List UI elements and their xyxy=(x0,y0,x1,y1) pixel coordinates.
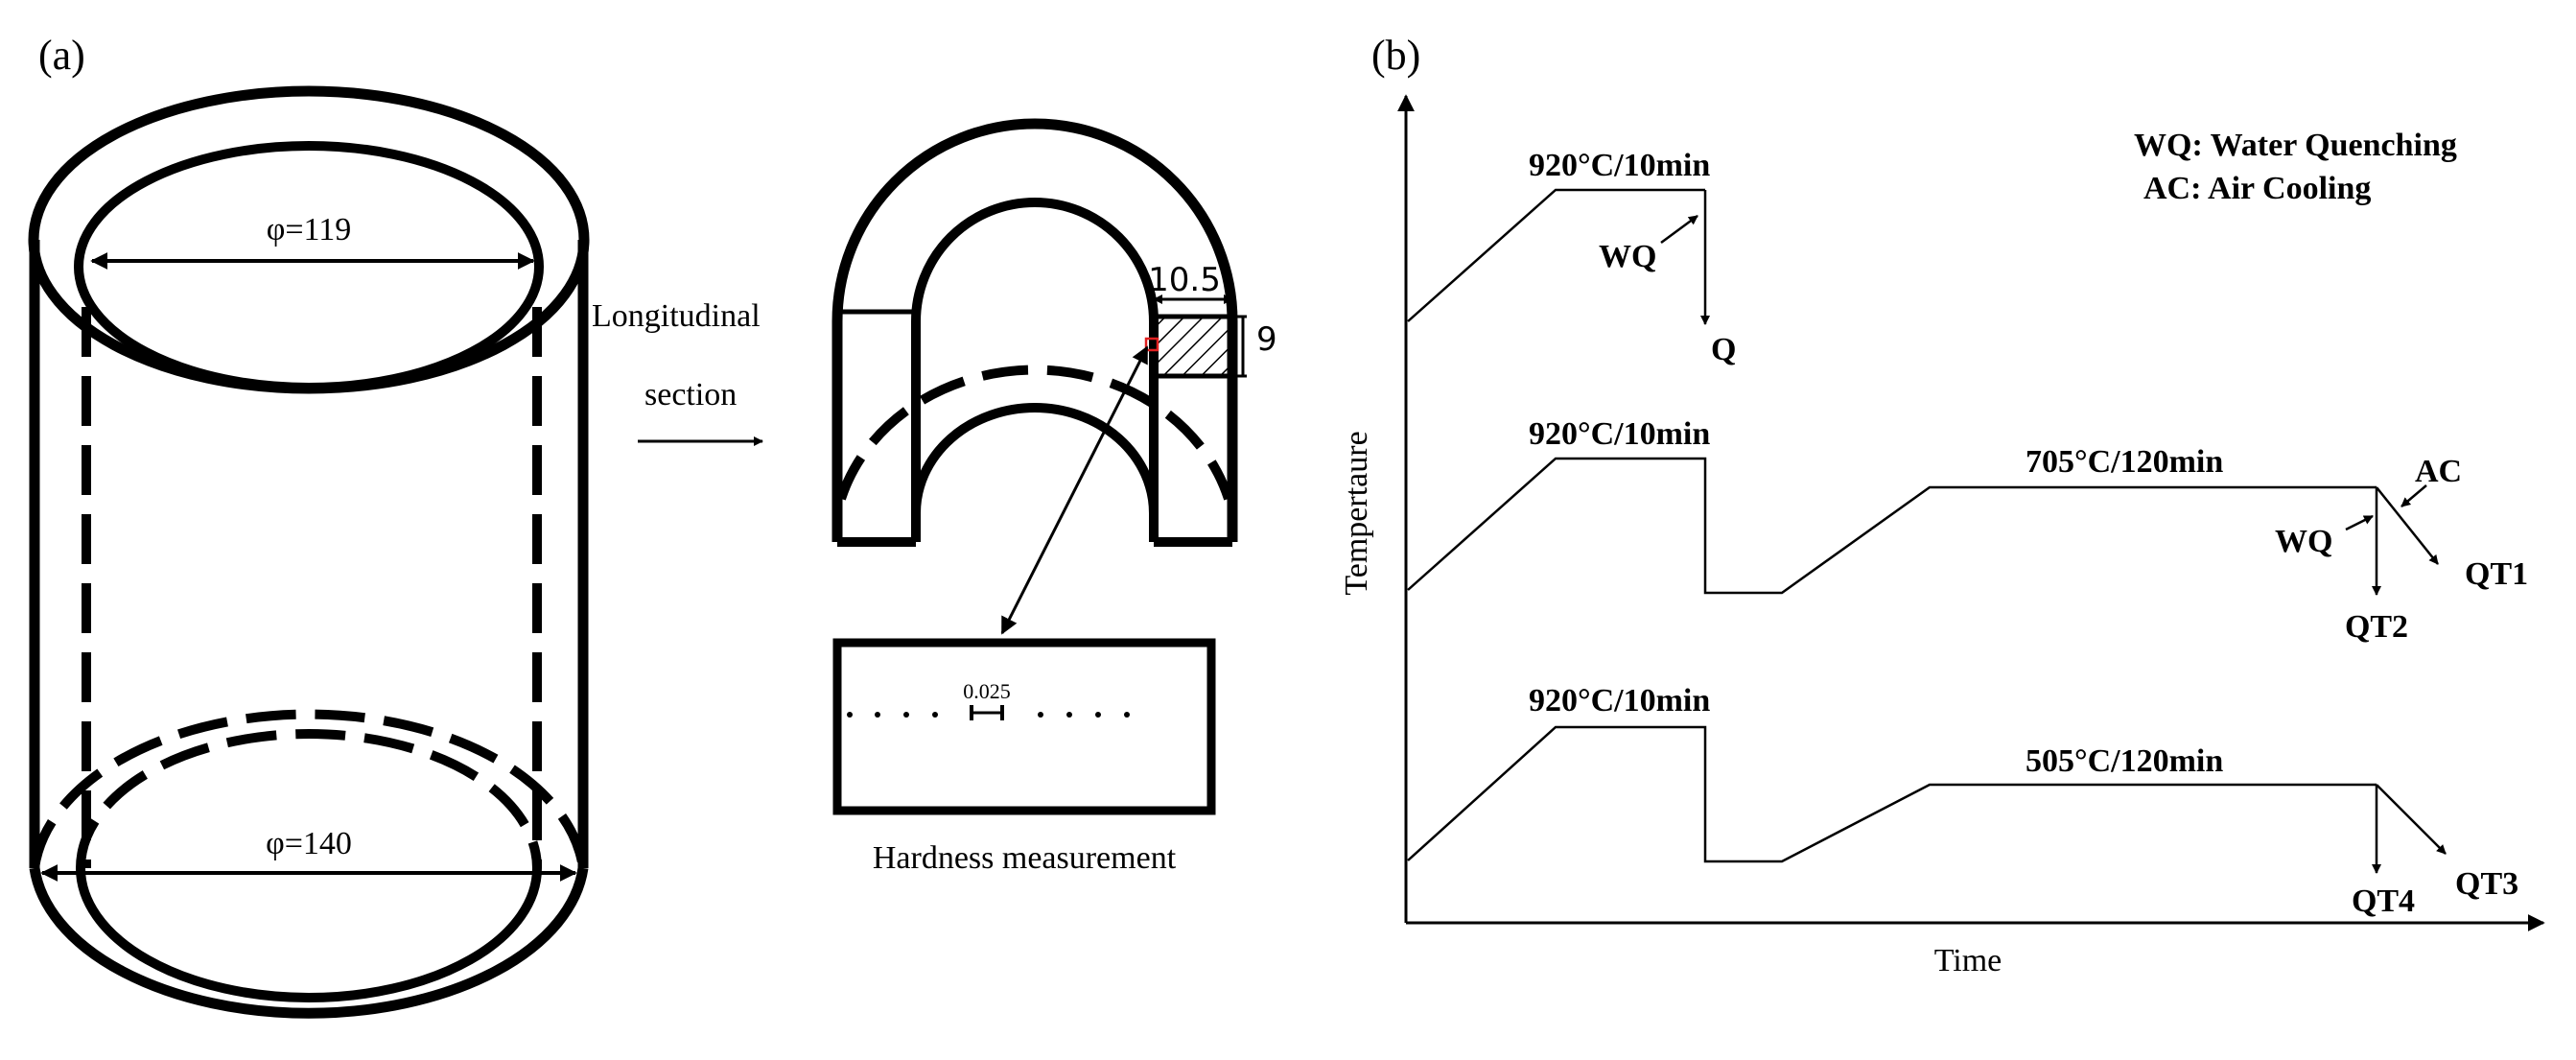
section-lower-arch xyxy=(911,403,1159,542)
schedule-3-temper-label: 505°C/120min xyxy=(2026,743,2223,779)
panel-a-label: (a) xyxy=(38,32,85,79)
schedule-2-qt2-label: QT2 xyxy=(2345,609,2408,645)
schedule-qt1-curve xyxy=(1407,457,2377,595)
section-inner-arch xyxy=(911,198,1159,542)
sample-height-label: 9 xyxy=(1256,320,1277,359)
wq-pointer-q xyxy=(1660,214,1698,245)
cylinder-bottom-outer xyxy=(29,867,589,1019)
schedule-2-temper-label: 705°C/120min xyxy=(2026,444,2223,480)
schedule-1-wq-label: WQ xyxy=(1599,239,1656,274)
hardness-box xyxy=(832,638,1216,815)
section-dashed-arc xyxy=(836,365,1233,501)
wq-pointer-qt xyxy=(2345,514,2374,531)
x-axis-label: Time xyxy=(1934,943,2002,978)
hardness-label: Hardness measurement xyxy=(873,840,1177,876)
measurement-point-marker xyxy=(1144,337,1159,352)
schedule-qt3-curve xyxy=(1407,725,2377,863)
schedule-2-wq-label: WQ xyxy=(2275,524,2332,559)
sample-region xyxy=(1151,314,1235,379)
schedule-qt1-aircool xyxy=(2376,486,2439,565)
cylinder-drawing xyxy=(28,85,590,1019)
schedule-qt3-aircool xyxy=(2376,784,2447,855)
detail-arrow xyxy=(1000,345,1149,635)
panel-b-label: (b) xyxy=(1371,32,1420,79)
schedule-3-austenitize-label: 920°C/10min xyxy=(1529,683,1710,718)
y-axis-label: Tempertaure xyxy=(1339,431,1374,595)
legend-ac: AC: Air Cooling xyxy=(2143,171,2371,206)
schedule-2-qt1-label: QT1 xyxy=(2465,556,2528,592)
schedule-1-austenitize-label: 920°C/10min xyxy=(1529,148,1710,183)
section-text-line2: section xyxy=(644,377,737,412)
schedule-q-curve xyxy=(1407,188,1705,322)
hidden-lines xyxy=(30,307,588,869)
top-diameter-label: φ=119 xyxy=(267,212,352,247)
section-outer-arch xyxy=(831,118,1238,542)
sample-width-label: 10.5 xyxy=(1148,261,1221,299)
bottom-diameter-label: φ=140 xyxy=(266,826,352,861)
indent-dots xyxy=(847,712,1130,718)
schedule-1-end-label: Q xyxy=(1711,332,1736,367)
legend-wq: WQ: Water Quenching xyxy=(2134,128,2457,163)
schedule-2-austenitize-label: 920°C/10min xyxy=(1529,416,1710,452)
section-text-line1: Longitudinal xyxy=(592,298,761,334)
schedule-3-qt4-label: QT4 xyxy=(2352,883,2415,919)
cylinder-bottom-inner xyxy=(76,867,542,1002)
ac-pointer-qt xyxy=(2400,484,2427,507)
schedule-3-qt3-label: QT3 xyxy=(2455,866,2518,902)
schedule-2-ac-label: AC xyxy=(2415,454,2462,489)
cylinder-top-inner xyxy=(74,141,544,392)
spacing-label: 0.025 xyxy=(963,679,1011,703)
